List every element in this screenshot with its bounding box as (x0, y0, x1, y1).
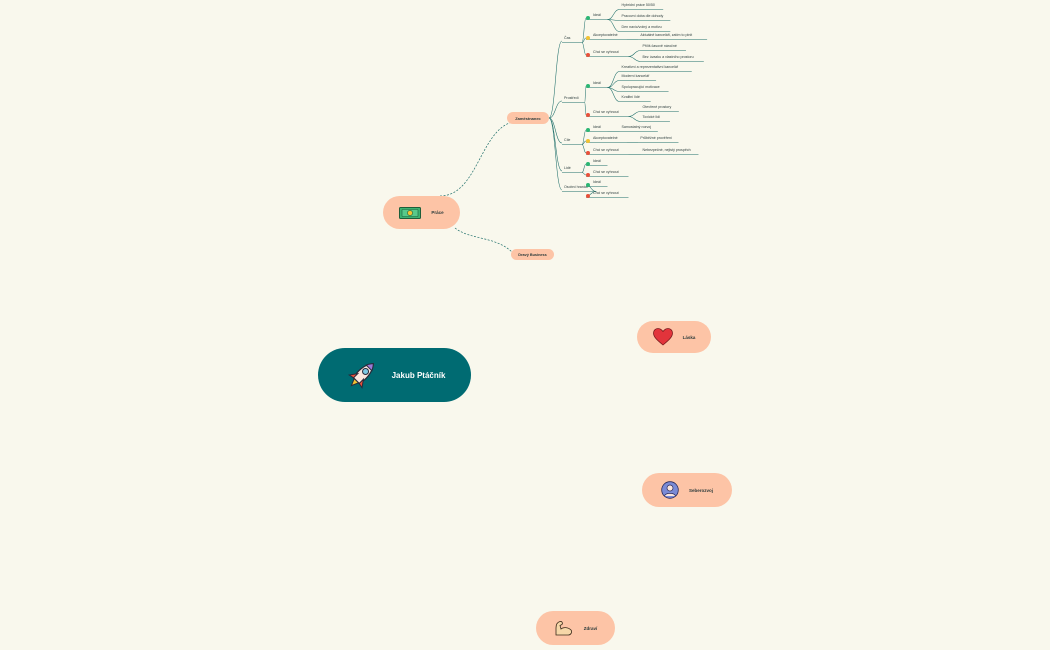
category-cas[interactable]: Čas (564, 36, 571, 40)
status-dot-ideal (586, 83, 590, 88)
connector-osobni (548, 117, 563, 191)
connector-item (628, 50, 641, 57)
topic-seberozvoj-label: Seberozvoj (688, 487, 713, 493)
connector-prace-business (454, 227, 513, 253)
category-lide[interactable]: Lidé (564, 166, 571, 170)
leaf-item[interactable]: Hybridní práce 50/50 (621, 3, 655, 7)
topic-prace[interactable]: Práce (383, 196, 460, 229)
node-business[interactable]: Dravý Business (511, 249, 554, 260)
status-dot-reject (586, 52, 590, 57)
leaf-item[interactable]: Kvalitní lidé (621, 95, 640, 99)
leaf-item[interactable]: Příliš časově náročné (642, 44, 677, 48)
leaf-item[interactable]: Průběžné prověření (640, 136, 672, 140)
connector-lide-ideal (581, 163, 587, 173)
status-dot-reject (586, 172, 590, 177)
connector-prostredi-reject (584, 102, 587, 116)
group-lide-ideal[interactable]: Ideál (593, 159, 601, 163)
group-prostredi-reject[interactable]: Chci se vyhnout (593, 110, 619, 114)
topic-laska[interactable]: Láska (637, 321, 711, 353)
connector-lide-reject (581, 172, 587, 176)
group-osobni-reject[interactable]: Chci se vyhnout (593, 191, 619, 195)
topic-prace-label: Práce (431, 210, 444, 215)
connector-prostredi (548, 100, 563, 119)
connector-item (607, 9, 620, 20)
money-icon (399, 206, 422, 219)
leaf-item[interactable]: Spolupracující motivace (621, 85, 660, 89)
category-cile[interactable]: Cíle (564, 138, 571, 142)
status-dot-ideal (586, 182, 590, 187)
connector-lide (548, 117, 563, 172)
flexed-arm-icon (555, 621, 572, 636)
connector-cas (548, 40, 563, 119)
root-topic[interactable]: Jakub Ptáčník (318, 348, 471, 402)
group-lide-reject[interactable]: Chci se vyhnout (593, 170, 619, 174)
topic-laska-label: Láska (682, 334, 696, 340)
connector-prace-zamestnanec (439, 120, 521, 197)
connector-item (607, 19, 620, 32)
group-cas-reject[interactable]: Chci se vyhnout (593, 50, 619, 54)
connector-cile-ideal (581, 129, 587, 145)
leaf-item[interactable]: Den navíc/volný a motivu (621, 25, 662, 29)
topic-seberozvoj[interactable]: Seberozvoj (642, 473, 732, 507)
group-cile-ideal[interactable]: Ideál (593, 125, 601, 129)
connector-prostredi-ideal (584, 85, 587, 103)
connector-cas-ideal (581, 17, 587, 43)
category-prostredi[interactable]: Prostředí (564, 96, 579, 100)
root-label: Jakub Ptáčník (391, 370, 446, 380)
group-cile-reject[interactable]: Chci se vyhnout (593, 148, 619, 152)
connector-item (607, 80, 620, 88)
node-business-label: Dravý Business (518, 252, 547, 257)
heart-icon (652, 328, 673, 346)
leaf-item[interactable]: Pracovní doba dle dohody (621, 14, 664, 18)
connector-item (628, 116, 641, 122)
leaf-item[interactable]: Kreativní a reprezentativní kancelář (621, 65, 679, 69)
leaf-item[interactable]: Bez úvazku a vlastního prostoru (642, 55, 694, 59)
status-dot-ideal (586, 15, 590, 20)
group-prostredi-ideal[interactable]: Ideál (593, 81, 601, 85)
connector-item (607, 87, 620, 102)
leaf-item[interactable]: Nebezpečné, nejistý prospěch (642, 148, 691, 152)
leaf-item[interactable]: Samostatný rozvoj (621, 125, 652, 129)
status-dot-acceptable (586, 138, 590, 143)
node-zamestnanec-label: Zaměstnanec (515, 115, 541, 121)
leaf-item[interactable]: Moderní kancelář (621, 74, 650, 78)
status-dot-reject (586, 112, 590, 117)
rocket-icon (347, 363, 374, 390)
status-dot-ideal (586, 127, 590, 132)
connector-item (628, 56, 641, 62)
node-zamestnanec[interactable]: Zaměstnanec (507, 112, 549, 124)
connector-cile-reject (581, 144, 587, 154)
group-cas-ideal[interactable]: Ideál (593, 13, 601, 17)
group-cile-acceptable[interactable]: Akceptovatelné (593, 136, 618, 140)
connector-cas-reject (581, 42, 587, 56)
leaf-item[interactable]: Toxické lidi (642, 115, 660, 119)
category-osobni[interactable]: Osobní hranice (564, 185, 589, 189)
status-dot-ideal (586, 161, 590, 166)
status-dot-reject (586, 193, 590, 198)
leaf-item[interactable]: Aktuálně kanceláři, zatím to plnit (640, 33, 693, 37)
connector-cas-acceptable (581, 37, 587, 43)
status-dot-acceptable (586, 35, 590, 40)
connector-item (628, 111, 641, 117)
group-cas-acceptable[interactable]: Akceptovatelné (593, 33, 618, 37)
leaf-item[interactable]: Otevřené prostory (642, 105, 672, 109)
topic-zdravi-label: Zdraví (583, 625, 598, 631)
group-osobni-ideal[interactable]: Ideál (593, 180, 601, 184)
person-icon (661, 481, 679, 499)
connector-item (607, 71, 620, 88)
status-dot-reject (586, 150, 590, 155)
topic-zdravi[interactable]: Zdraví (536, 611, 615, 645)
